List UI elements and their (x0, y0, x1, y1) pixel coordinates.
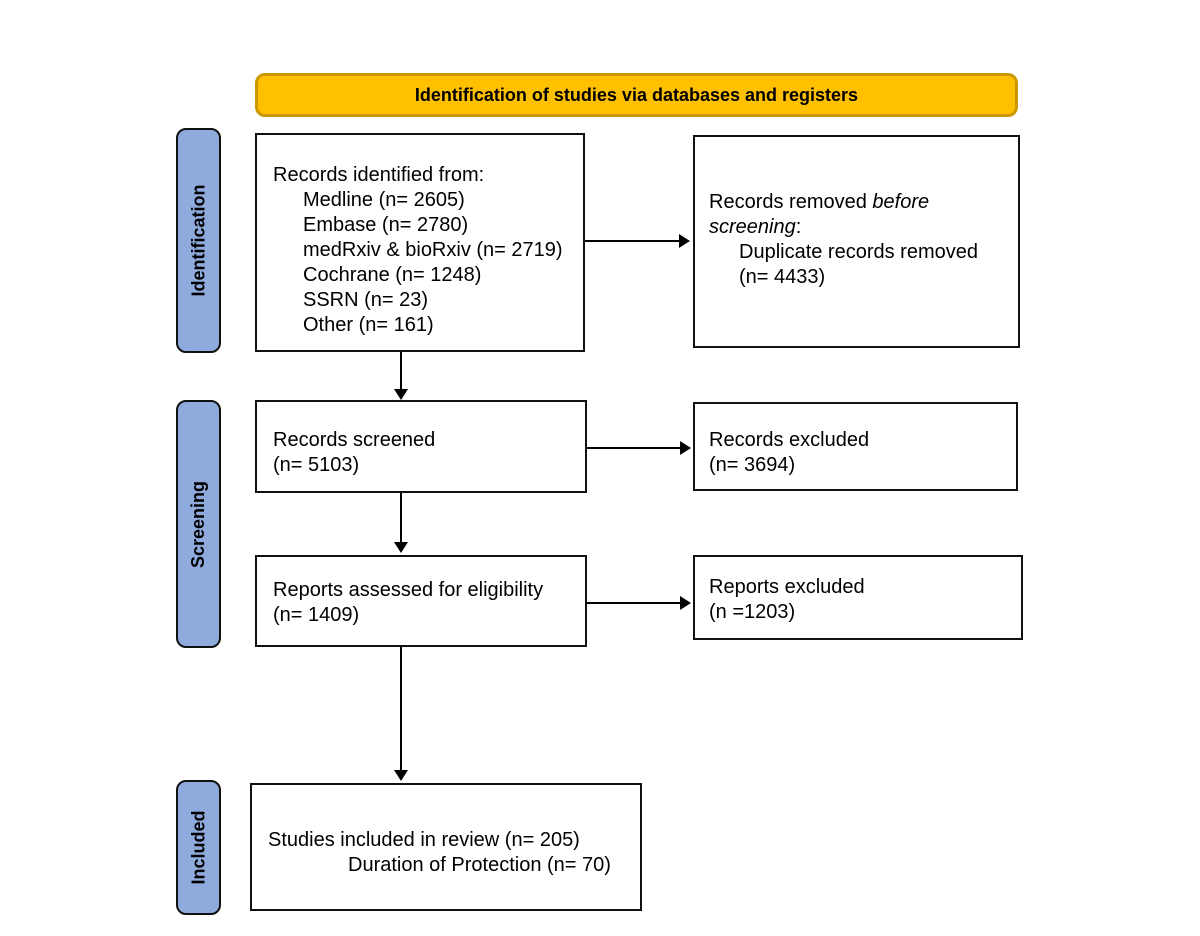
box-records-excluded: Records excluded (n= 3694) (693, 402, 1018, 491)
arrow-shaft (585, 240, 679, 242)
studies-included-line1: Studies included in review (n= 205) (268, 829, 580, 851)
stage-label-screening-text: Screening (188, 480, 208, 568)
arrow-shaft (400, 493, 402, 542)
arrow-identified-to-removed (585, 234, 690, 248)
title-banner: Identification of studies via databases … (255, 73, 1018, 117)
box-reports-assessed: Reports assessed for eligibility (n= 140… (255, 555, 587, 647)
records-identified-item: medRxiv & bioRxiv (n= 2719) (303, 239, 563, 261)
box-reports-excluded: Reports excluded (n =1203) (693, 555, 1023, 640)
arrow-shaft (587, 447, 680, 449)
records-removed-detail-line2: (n= 4433) (739, 266, 826, 288)
records-identified-item: Other (n= 161) (303, 314, 434, 336)
arrow-head-right-icon (680, 596, 691, 610)
arrow-identified-to-screened (394, 352, 408, 400)
records-identified-item: Cochrane (n= 1248) (303, 264, 482, 286)
arrow-shaft (400, 352, 402, 389)
records-removed-detail-line1: Duplicate records removed (739, 241, 978, 263)
stage-label-included-text: Included (188, 810, 209, 885)
arrow-screened-to-excluded (587, 441, 691, 455)
stage-label-screening: Screening (176, 400, 221, 648)
records-screened-line2: (n= 5103) (273, 454, 360, 476)
records-excluded-line1: Records excluded (709, 429, 870, 451)
reports-excluded-line2: (n =1203) (709, 601, 796, 623)
stage-label-identification-text: Identification (188, 184, 208, 297)
title-banner-label: Identification of studies via databases … (414, 84, 859, 105)
arrow-head-right-icon (680, 441, 691, 455)
box-records-removed: Records removed before screening: Duplic… (693, 135, 1020, 348)
arrow-head-down-icon (394, 389, 408, 400)
records-removed-line1: Records removed before (709, 190, 1006, 215)
arrow-assessed-to-reports-excluded (587, 596, 691, 610)
box-studies-included: Studies included in review (n= 205) Dura… (250, 783, 642, 911)
records-identified-intro: Records identified from: (273, 164, 485, 186)
arrow-head-down-icon (394, 770, 408, 781)
records-identified-item: SSRN (n= 23) (303, 289, 429, 311)
records-removed-line1-prefix: Records removed (709, 191, 873, 213)
reports-assessed-line2: (n= 1409) (273, 604, 360, 626)
records-excluded-line2: (n= 3694) (709, 454, 796, 476)
arrow-shaft (400, 647, 402, 770)
stage-label-included: Included (176, 780, 221, 915)
box-records-screened: Records screened (n= 5103) (255, 400, 587, 493)
box-records-identified: Records identified from: Medline (n= 260… (255, 133, 585, 352)
records-removed-line2: screening: (709, 215, 1006, 240)
records-removed-line2-suffix: : (795, 216, 802, 238)
records-removed-line2-italic: screening (709, 216, 796, 238)
records-identified-item: Medline (n= 2605) (303, 189, 465, 211)
reports-excluded-line1: Reports excluded (709, 576, 865, 598)
arrow-shaft (587, 602, 680, 604)
records-removed-line1-italic: before (872, 191, 930, 213)
arrow-screened-to-assessed (394, 493, 408, 553)
stage-label-identification: Identification (176, 128, 221, 353)
arrow-head-right-icon (679, 234, 690, 248)
records-identified-item: Embase (n= 2780) (303, 214, 469, 236)
studies-included-line2: Duration of Protection (n= 70) (348, 854, 611, 876)
records-screened-line1: Records screened (273, 429, 436, 451)
arrow-head-down-icon (394, 542, 408, 553)
arrow-assessed-to-included (394, 647, 408, 781)
reports-assessed-line1: Reports assessed for eligibility (273, 579, 544, 601)
